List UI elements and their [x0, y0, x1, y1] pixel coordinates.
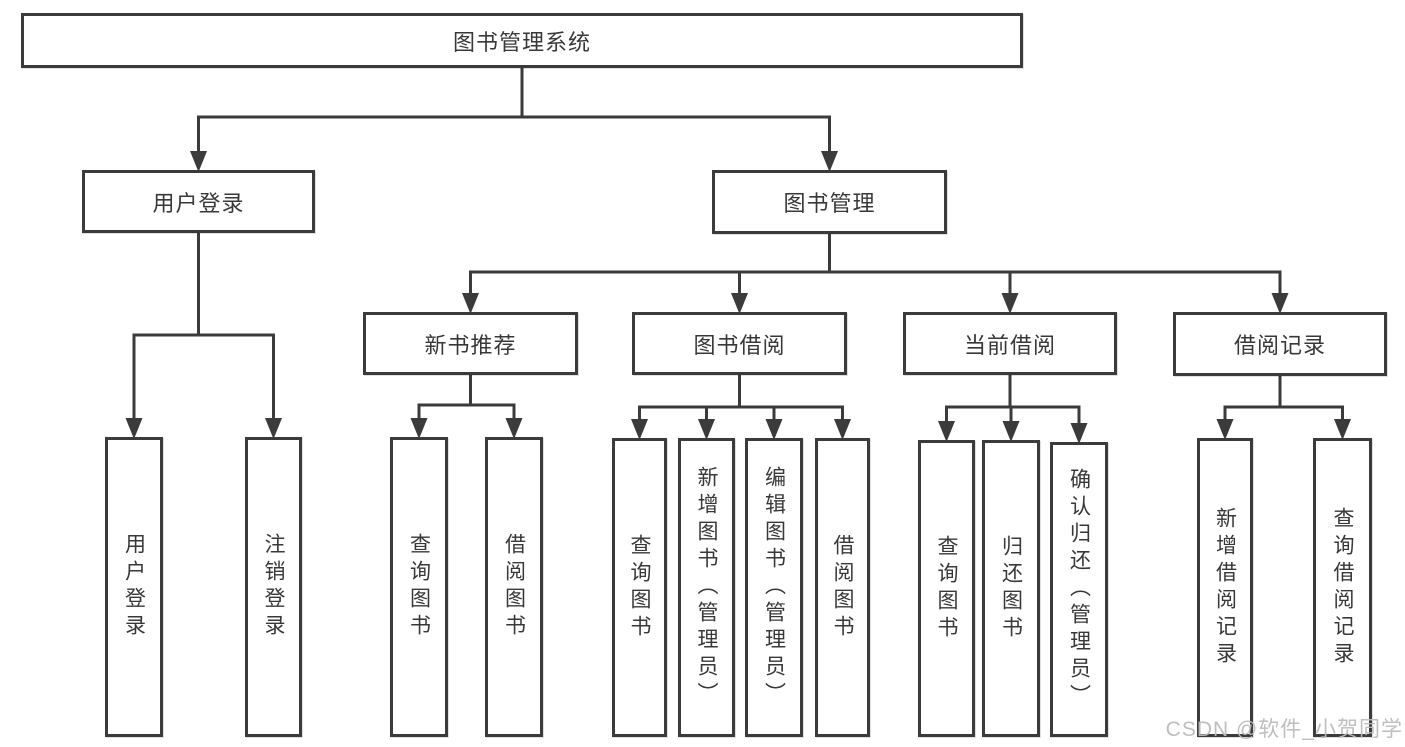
- arrowhead-user-login-leaf: [125, 418, 143, 439]
- arrowhead-current-borrow: [1001, 293, 1019, 314]
- node-return-book: 归还图书: [982, 440, 1040, 737]
- arrowhead-query-book-1: [410, 418, 428, 439]
- node-logout-leaf: 注销登录: [245, 437, 302, 737]
- arrowhead-borrow-book-2: [834, 419, 851, 440]
- node-book-borrow: 图书借阅: [632, 312, 847, 375]
- node-query-book-3: 查询图书: [918, 440, 975, 737]
- arrowhead-query-book-2: [631, 419, 648, 440]
- arrowhead-book-mgmt: [821, 151, 838, 172]
- arrowhead-new-book-rec: [462, 293, 479, 314]
- arrowhead-add-book: [698, 419, 715, 440]
- node-edit-book: 编辑图书（管理员）: [745, 438, 803, 737]
- arrowhead-edit-book: [765, 419, 783, 440]
- arrowhead-query-borrow-record: [1334, 419, 1351, 440]
- node-current-borrow: 当前借阅: [903, 312, 1117, 375]
- node-root: 图书管理系统: [21, 13, 1023, 68]
- arrowhead-borrow-record: [1271, 293, 1289, 314]
- node-query-borrow-record: 查询借阅记录: [1313, 438, 1372, 737]
- node-user-login-leaf: 用户登录: [105, 437, 163, 737]
- arrowhead-return-book: [1002, 421, 1020, 442]
- node-book-mgmt: 图书管理: [712, 170, 947, 234]
- node-add-borrow-record: 新增借阅记录: [1197, 438, 1253, 737]
- arrowhead-user-login: [190, 151, 207, 172]
- node-borrow-book-1: 借阅图书: [485, 437, 543, 737]
- arrowhead-confirm-return: [1070, 423, 1088, 444]
- arrowhead-book-borrow: [731, 293, 748, 314]
- node-borrow-book-2: 借阅图书: [815, 438, 870, 737]
- arrowhead-add-borrow-record: [1216, 419, 1234, 440]
- node-query-book-2: 查询图书: [612, 438, 667, 737]
- node-query-book-1: 查询图书: [390, 437, 448, 737]
- node-user-login: 用户登录: [82, 170, 315, 233]
- arrowhead-logout-leaf: [265, 418, 282, 439]
- arrowhead-query-book-3: [938, 421, 955, 442]
- node-new-book-rec: 新书推荐: [363, 312, 578, 375]
- node-borrow-record: 借阅记录: [1173, 312, 1387, 376]
- node-confirm-return: 确认归还（管理员）: [1050, 442, 1108, 737]
- node-add-book: 新增图书（管理员）: [678, 438, 735, 737]
- arrowhead-borrow-book-1: [505, 418, 523, 439]
